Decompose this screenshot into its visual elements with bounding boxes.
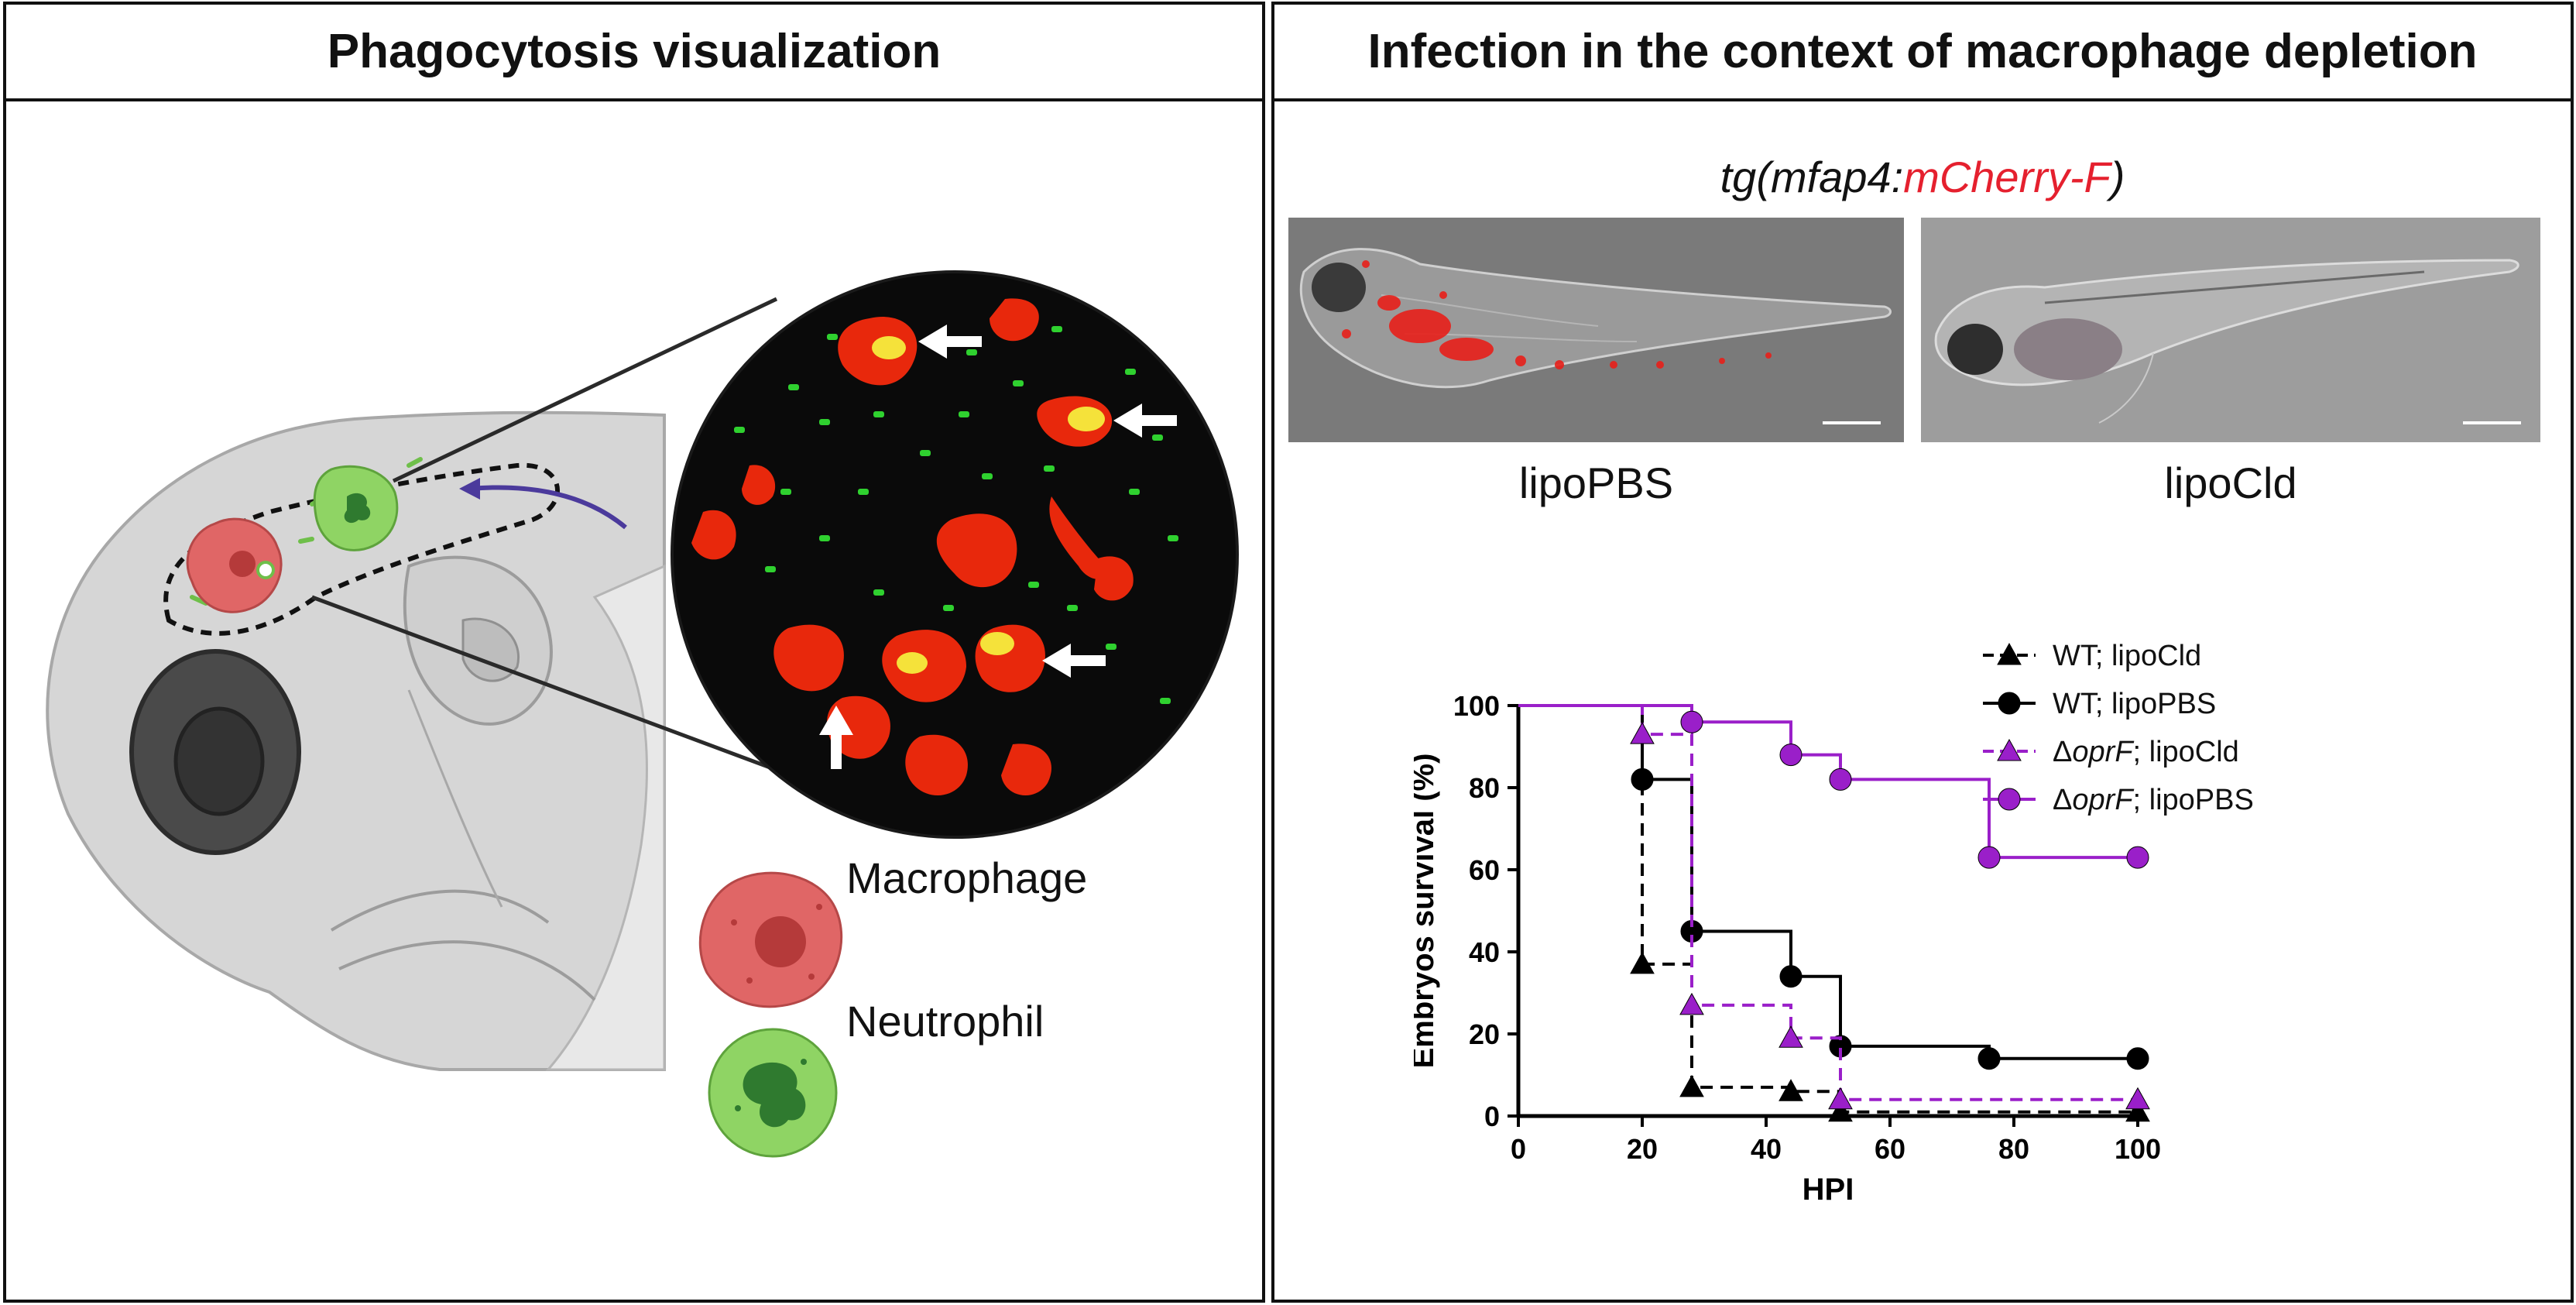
- macrophage-icon: [698, 871, 843, 1008]
- series-1-point: [1779, 965, 1803, 988]
- legend-macrophage-label: Macrophage: [846, 853, 1088, 902]
- zoom-line-bottom: [311, 595, 781, 774]
- zebrafish-head-illustration: [46, 270, 1239, 1158]
- right-panel-title: Infection in the context of macrophage d…: [1274, 5, 2571, 101]
- series-line-1: [1518, 704, 2138, 1060]
- y-tick-label: 0: [1484, 1101, 1500, 1132]
- series-3-point: [1829, 768, 1852, 791]
- larva-image-lipocld: [1921, 218, 2540, 442]
- strain-label: tg(mfap4:mCherry-F): [1720, 153, 2125, 201]
- caption-lipocld: lipoCld: [2164, 458, 2297, 507]
- x-tick-label: 40: [1751, 1133, 1782, 1165]
- legend-marker-3: [1998, 788, 2021, 811]
- series-2-point: [1828, 1087, 1853, 1110]
- migration-arrow-icon: [470, 485, 627, 530]
- x-tick-label: 20: [1627, 1133, 1658, 1165]
- series-3-point: [2126, 846, 2149, 869]
- legend-marker-0: [1997, 642, 2022, 665]
- y-tick-label: 100: [1453, 690, 1500, 722]
- x-tick-label: 80: [1998, 1133, 2029, 1165]
- series-0-point: [1779, 1079, 1803, 1101]
- legend-neutrophil-label: Neutrophil: [846, 997, 1044, 1046]
- series-2-point: [2125, 1087, 2150, 1110]
- zoom-line-top: [392, 297, 778, 483]
- series-1-point: [2126, 1047, 2149, 1070]
- legend-label-1: WT; lipoPBS: [2053, 688, 2216, 720]
- microscopy-arrows: [819, 325, 1177, 769]
- legend-marker-1: [1998, 692, 2021, 715]
- x-axis-label: HPI: [1803, 1173, 1854, 1207]
- series-3-point: [1977, 846, 2001, 869]
- larva-image-lipopbs: [1288, 218, 1904, 442]
- series-1-point: [1631, 768, 1654, 791]
- legend-marker-2: [1997, 738, 2022, 761]
- y-tick-label: 40: [1469, 936, 1500, 968]
- legend-label-3: ΔoprF; lipoPBS: [2053, 784, 2254, 816]
- series-0-point: [2125, 1099, 2150, 1122]
- x-tick-label: 0: [1511, 1133, 1526, 1165]
- x-tick-label: 60: [1875, 1133, 1905, 1165]
- microscopy-inset: [672, 272, 1237, 837]
- brain-region-outline: [163, 462, 560, 636]
- series-2-point: [1630, 722, 1655, 744]
- eye-pupil: [173, 706, 265, 816]
- x-tick-label: 100: [2115, 1133, 2161, 1165]
- left-panel-title: Phagocytosis visualization: [6, 5, 1262, 101]
- caption-lipopbs: lipoPBS: [1518, 458, 1674, 507]
- legend-label-0: WT; lipoCld: [2053, 640, 2201, 672]
- series-0-point: [1630, 951, 1655, 974]
- left-panel: Phagocytosis visualization: [3, 2, 1265, 1303]
- series-2-point: [1779, 1025, 1803, 1048]
- series-3-point: [1680, 710, 1703, 733]
- y-tick-label: 60: [1469, 854, 1500, 886]
- y-tick-label: 80: [1469, 772, 1500, 804]
- series-line-3: [1518, 704, 2138, 860]
- series-2-point: [1679, 992, 1704, 1015]
- series-0-point: [1679, 1074, 1704, 1097]
- series-1-point: [1977, 1047, 2001, 1070]
- y-axis-label: Embryos survival (%): [1414, 754, 1440, 1069]
- series-line-2: [1518, 704, 2138, 1101]
- series-3-point: [1779, 744, 1803, 767]
- neutrophil-icon: [708, 1028, 838, 1158]
- legend-label-2: ΔoprF; lipoCld: [2053, 736, 2239, 768]
- series-0-point: [1828, 1099, 1853, 1122]
- y-tick-label: 20: [1469, 1018, 1500, 1050]
- right-panel: Infection in the context of macrophage d…: [1271, 2, 2574, 1303]
- series-line-0: [1518, 704, 2138, 1114]
